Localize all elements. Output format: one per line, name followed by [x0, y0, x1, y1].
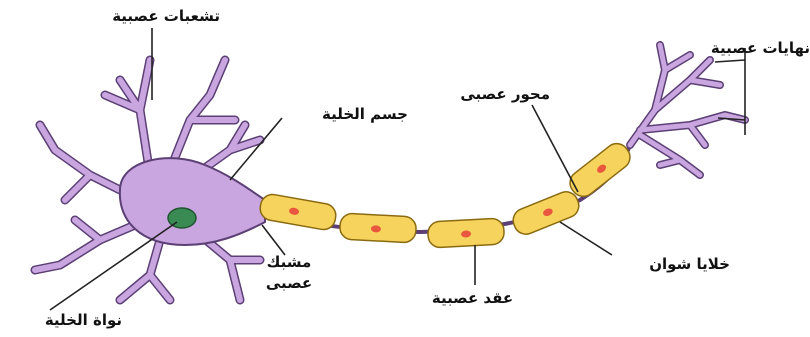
label-nucleus: نواة الخلية	[2, 312, 122, 329]
leader-schwann	[560, 222, 612, 255]
label-cell-body: جسم الخلية	[288, 106, 408, 123]
label-dendrites: تشعبات عصبية	[60, 8, 220, 25]
label-axon: محور عصبى	[425, 86, 550, 103]
leader-synapse	[262, 225, 285, 255]
myelin-sheath	[258, 139, 634, 248]
cell-body	[120, 158, 265, 245]
label-synapse-line1: مشبك	[248, 254, 330, 271]
label-schwann-cells: خلايا شوان	[600, 256, 730, 273]
schwann-cell	[427, 218, 504, 248]
schwann-cell	[258, 193, 337, 232]
label-synapse: مشبك عصبى	[248, 254, 330, 291]
schwann-cell	[565, 139, 635, 201]
leader-axon	[532, 105, 578, 192]
axon-terminals	[630, 45, 745, 175]
schwann-cell	[510, 188, 583, 238]
label-nodes: عقد عصبية	[395, 290, 550, 307]
schwann-cell	[339, 213, 416, 243]
label-terminals: نهايات عصبية	[660, 40, 810, 57]
label-synapse-line2: عصبى	[248, 275, 330, 292]
